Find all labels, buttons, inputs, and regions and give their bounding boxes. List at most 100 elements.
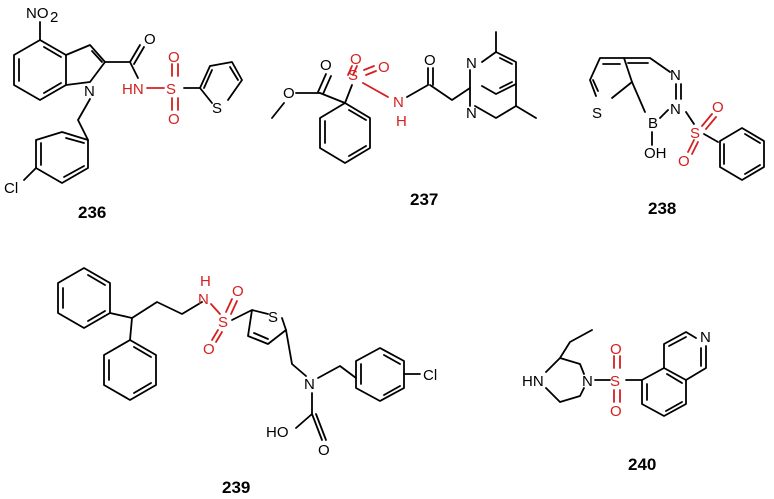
thiophene-s-label: S <box>268 309 278 326</box>
compound-label-238: 238 <box>648 199 676 218</box>
sulfonyl-o-bottom-label: O <box>168 111 180 128</box>
cl-label: Cl <box>4 180 18 197</box>
compound-label-239: 239 <box>222 478 250 497</box>
bond <box>210 303 221 315</box>
amide-n-label: N <box>393 94 404 111</box>
bond <box>103 339 157 401</box>
bond <box>663 331 707 381</box>
bond <box>65 44 106 86</box>
bond <box>317 73 332 95</box>
bond <box>253 332 269 340</box>
bond <box>344 84 353 104</box>
bond <box>481 51 517 95</box>
bond <box>319 102 371 164</box>
sulfonyl-o1-label: O <box>712 99 724 116</box>
compound-240: HN N S O O N 240 <box>522 329 711 474</box>
bond <box>199 87 213 104</box>
ring-n1-label: N <box>670 67 681 84</box>
no2-label: NO <box>26 5 49 22</box>
boron-label: B <box>648 115 658 132</box>
compound-237: O O S O O N H O N N 237 <box>271 31 537 209</box>
bond <box>631 81 669 119</box>
bond <box>77 98 91 141</box>
bond <box>589 57 633 99</box>
nh-label: HN <box>122 81 144 98</box>
bond <box>592 63 621 92</box>
sulfonyl-o-right-label: O <box>378 59 390 76</box>
carbonyl-o-label: O <box>318 442 330 459</box>
bond <box>199 61 243 101</box>
bond <box>723 133 761 175</box>
bond <box>57 267 111 329</box>
sulfonyl-o-left-label: O <box>350 51 362 68</box>
no2-subscript: 2 <box>50 9 58 26</box>
bond <box>35 131 89 184</box>
bond <box>474 31 517 119</box>
compound-label-237: 237 <box>410 190 438 209</box>
bond <box>13 39 67 101</box>
bond <box>687 113 717 155</box>
hydroxyl-label: OH <box>644 145 667 162</box>
bond <box>231 309 287 345</box>
sulfonyl-s-label: S <box>166 81 176 98</box>
sulfonyl-s-label: S <box>610 373 620 390</box>
bond <box>499 57 513 89</box>
ring-n2-label: N <box>670 101 681 118</box>
sulfonyl-o2-label: O <box>610 403 622 420</box>
bond <box>203 66 239 89</box>
bond <box>91 50 103 63</box>
bond <box>18 46 62 94</box>
sulfonyl-s-label: S <box>218 314 228 331</box>
bond <box>545 329 593 403</box>
sulfonyl-o-top-label: O <box>168 49 180 66</box>
bond <box>211 298 238 343</box>
bond <box>360 354 401 396</box>
compound-label-236: 236 <box>78 203 106 222</box>
sulfonyl-s-label: S <box>690 125 700 142</box>
bond <box>285 329 307 377</box>
indole-n-label: N <box>84 83 95 100</box>
bond <box>613 355 621 403</box>
amide-h-label: H <box>396 113 407 130</box>
bond <box>719 127 765 181</box>
sulfonamide-n-label: N <box>198 291 209 308</box>
bond <box>271 102 285 119</box>
bond <box>129 61 139 79</box>
bond <box>515 105 537 119</box>
bond <box>40 137 85 178</box>
bond <box>171 63 179 111</box>
compound-label-240: 240 <box>628 455 656 474</box>
amide-o-label: O <box>144 31 156 48</box>
pyrimidine-n1-label: N <box>466 55 477 72</box>
bond <box>429 84 471 101</box>
pyrimidine-n2-label: N <box>466 105 477 122</box>
bond <box>109 301 203 341</box>
bond <box>668 336 702 367</box>
bond <box>623 57 671 73</box>
bond <box>641 367 687 417</box>
sulfonyl-o2-label: O <box>203 341 215 358</box>
bond <box>675 83 682 100</box>
bond <box>23 167 37 181</box>
bond <box>104 44 145 65</box>
thiophene-s-label: S <box>212 100 222 117</box>
cl-label: Cl <box>423 367 437 384</box>
thiophene-s-label: S <box>592 105 602 122</box>
bond <box>324 109 367 157</box>
piperazine-hn-label: HN <box>522 373 544 390</box>
ester-o-label: O <box>283 85 295 102</box>
compound-238: S N N B OH S O O 238 <box>589 57 765 218</box>
bond <box>62 274 106 322</box>
bond <box>685 111 695 125</box>
bond <box>355 347 405 402</box>
isoquinoline-n-label: N <box>700 329 711 346</box>
ester-o-dbl-label: O <box>320 57 332 74</box>
bond <box>703 133 719 143</box>
bond <box>108 346 152 394</box>
bond <box>406 67 434 98</box>
bond <box>646 373 683 412</box>
sulfonyl-o1-label: O <box>610 341 622 358</box>
amine-n-label: N <box>304 376 315 393</box>
sulfonyl-o2-label: O <box>678 153 690 170</box>
